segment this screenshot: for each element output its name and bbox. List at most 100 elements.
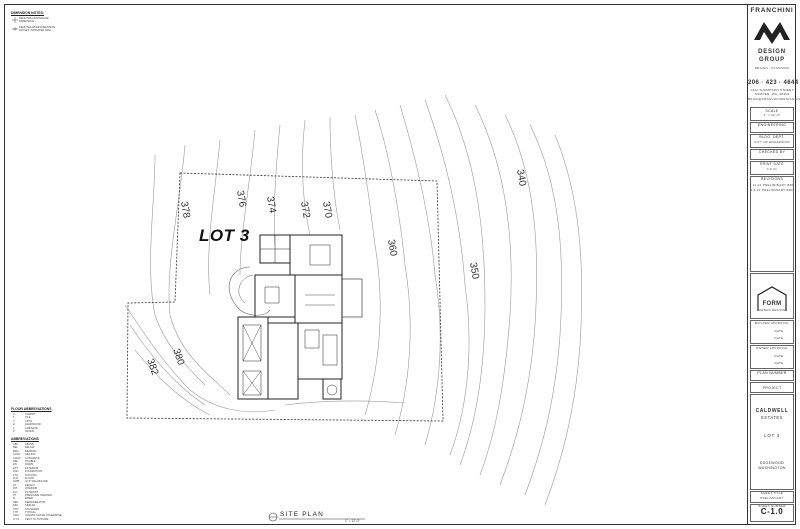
sheet-title-value: PRELIMINARY — [760, 496, 784, 500]
abbreviation-text: DOWN — [25, 463, 34, 467]
firm-address: 1312 THOMPSON STREET — [750, 88, 794, 92]
revisions-box — [750, 176, 794, 272]
house-footprint — [237, 234, 363, 400]
abbreviation-code: P — [13, 430, 15, 433]
abbreviation-code: GWB — [13, 480, 20, 484]
floor-abbreviations-title: FLOOR ABBREVIATIONS — [11, 407, 52, 411]
abbreviation-code: T — [13, 416, 15, 420]
abbreviation-text: SIMILAR — [25, 504, 36, 508]
firm-name-group: GROUP — [758, 57, 785, 63]
abbreviation-code: FLR — [13, 477, 18, 480]
drawing-area: DIMENSION NOTES: DENOTES CENTERLINE DIME… — [5, 5, 745, 524]
revision-row: 4.11.22 PRELIMINARY BDF — [749, 183, 795, 187]
checked-by-box — [750, 149, 794, 160]
abbreviation-text: HARDWOOD — [25, 423, 41, 427]
abbreviation-code: PLY — [13, 490, 18, 494]
abbreviation-code: BRG — [13, 449, 19, 453]
abbreviation-code: V — [13, 419, 15, 423]
firm-logo-icon — [754, 22, 790, 44]
drawing-sheet: DIMENSION NOTES: DENOTES CENTERLINE DIME… — [4, 4, 800, 525]
sheet-title-label: SHEET TITLE — [760, 491, 784, 495]
abbreviation-text: VINYL — [25, 419, 33, 423]
firm-address: SUMNER, WA, 98390 — [754, 92, 790, 96]
abbreviation-code: DN — [13, 463, 17, 467]
revision-row: 4.6.21 PRELIMINARY BDF — [750, 188, 794, 192]
sheet-number-box — [750, 504, 794, 522]
abbreviation-text: BELOW — [25, 446, 35, 450]
builder-approval-label: BUILDER APPROVAL — [754, 321, 790, 325]
scale-box — [750, 107, 794, 121]
contour-label: 370 — [320, 201, 334, 220]
abbreviation-text: PRESSURE TREATED — [25, 494, 52, 497]
sheet-number: C-1.0 — [760, 507, 784, 516]
abbreviation-code: REF — [13, 500, 19, 504]
bldg-dept-value: CITY OF EDGEWOOD — [754, 140, 790, 144]
abbreviation-code: C — [13, 413, 15, 416]
dimension-note: DIMENSION — [19, 20, 34, 23]
abbreviation-code: CONC — [13, 456, 21, 460]
firm-tagline: DESIGN · PLANNING — [754, 66, 790, 70]
abbreviation-text: RISER — [25, 497, 33, 501]
abbreviation-code: STD — [13, 507, 19, 511]
project-name: ESTATES — [761, 415, 783, 420]
abbreviation-code: EXT — [13, 466, 19, 470]
sheet-title-box — [750, 491, 794, 503]
firm-name: FRANCHINI — [750, 7, 794, 14]
contour-labels: 382 380 378 376 374 372 370 360 350 340 — [144, 169, 528, 378]
abbreviation-text: INTERIOR — [25, 487, 38, 491]
abbreviation-text: GYP. WALLBOARD — [25, 480, 48, 484]
sheet-number-label: SHEET NUMBER — [758, 504, 786, 508]
abbreviation-text: PLYWOOD — [25, 490, 39, 494]
sheet-view-title: SITE PLAN — [280, 511, 325, 518]
engineering-label: ENGINEERING — [757, 123, 787, 127]
project-name: CALDWELL — [755, 408, 789, 414]
lot-boundary — [126, 172, 444, 422]
abbreviation-text: FOUNDATION — [25, 470, 42, 474]
abbreviation-code: DBL — [13, 460, 19, 463]
plan-number-box — [750, 370, 794, 381]
driveway — [228, 266, 271, 316]
abbreviation-row: DN DOWN — [13, 463, 33, 466]
abbreviation-code: L — [13, 426, 15, 430]
abbreviation-code: ABV — [13, 443, 19, 446]
form-logo-box — [750, 273, 794, 319]
site-plan-drawing: 382 380 378 376 374 372 370 360 350 340 — [124, 94, 583, 522]
print-date-label: PRINT DATE — [759, 162, 785, 166]
contour-label: 350 — [467, 262, 481, 281]
owner-date-label: DATE — [774, 354, 784, 358]
print-date-value: 4.6.21 — [766, 167, 778, 171]
contour-label: 372 — [298, 201, 312, 220]
scale-value: 1" = 12'-0" — [763, 113, 781, 117]
title-block: FRANCHINI DESIGN GROUP DESIGN · PLANNING… — [747, 5, 800, 524]
firm-email: BRIAN@FRANCHINIDESIGN.COM — [748, 97, 800, 101]
contour-label: 374 — [264, 196, 278, 215]
contour-label: 340 — [514, 169, 528, 188]
dimension-note: OFFSET, INDICATED SIDE — [19, 29, 51, 32]
abbreviation-code: BEL — [13, 446, 18, 450]
dimension-notes-title: DIMENSION NOTES: — [11, 11, 44, 15]
abbreviation-row: GWB GYP. WALLBOARD — [13, 480, 48, 483]
firm-phone: 206 · 423 · 4644 — [748, 80, 799, 86]
abbreviation-text: UNLESS NOTED OTHERWISE — [25, 514, 62, 518]
project-lot: LOT 3 — [764, 433, 780, 438]
project-box — [750, 394, 794, 490]
lot-label: LOT 3 — [199, 226, 250, 245]
engineering-box — [750, 122, 794, 133]
